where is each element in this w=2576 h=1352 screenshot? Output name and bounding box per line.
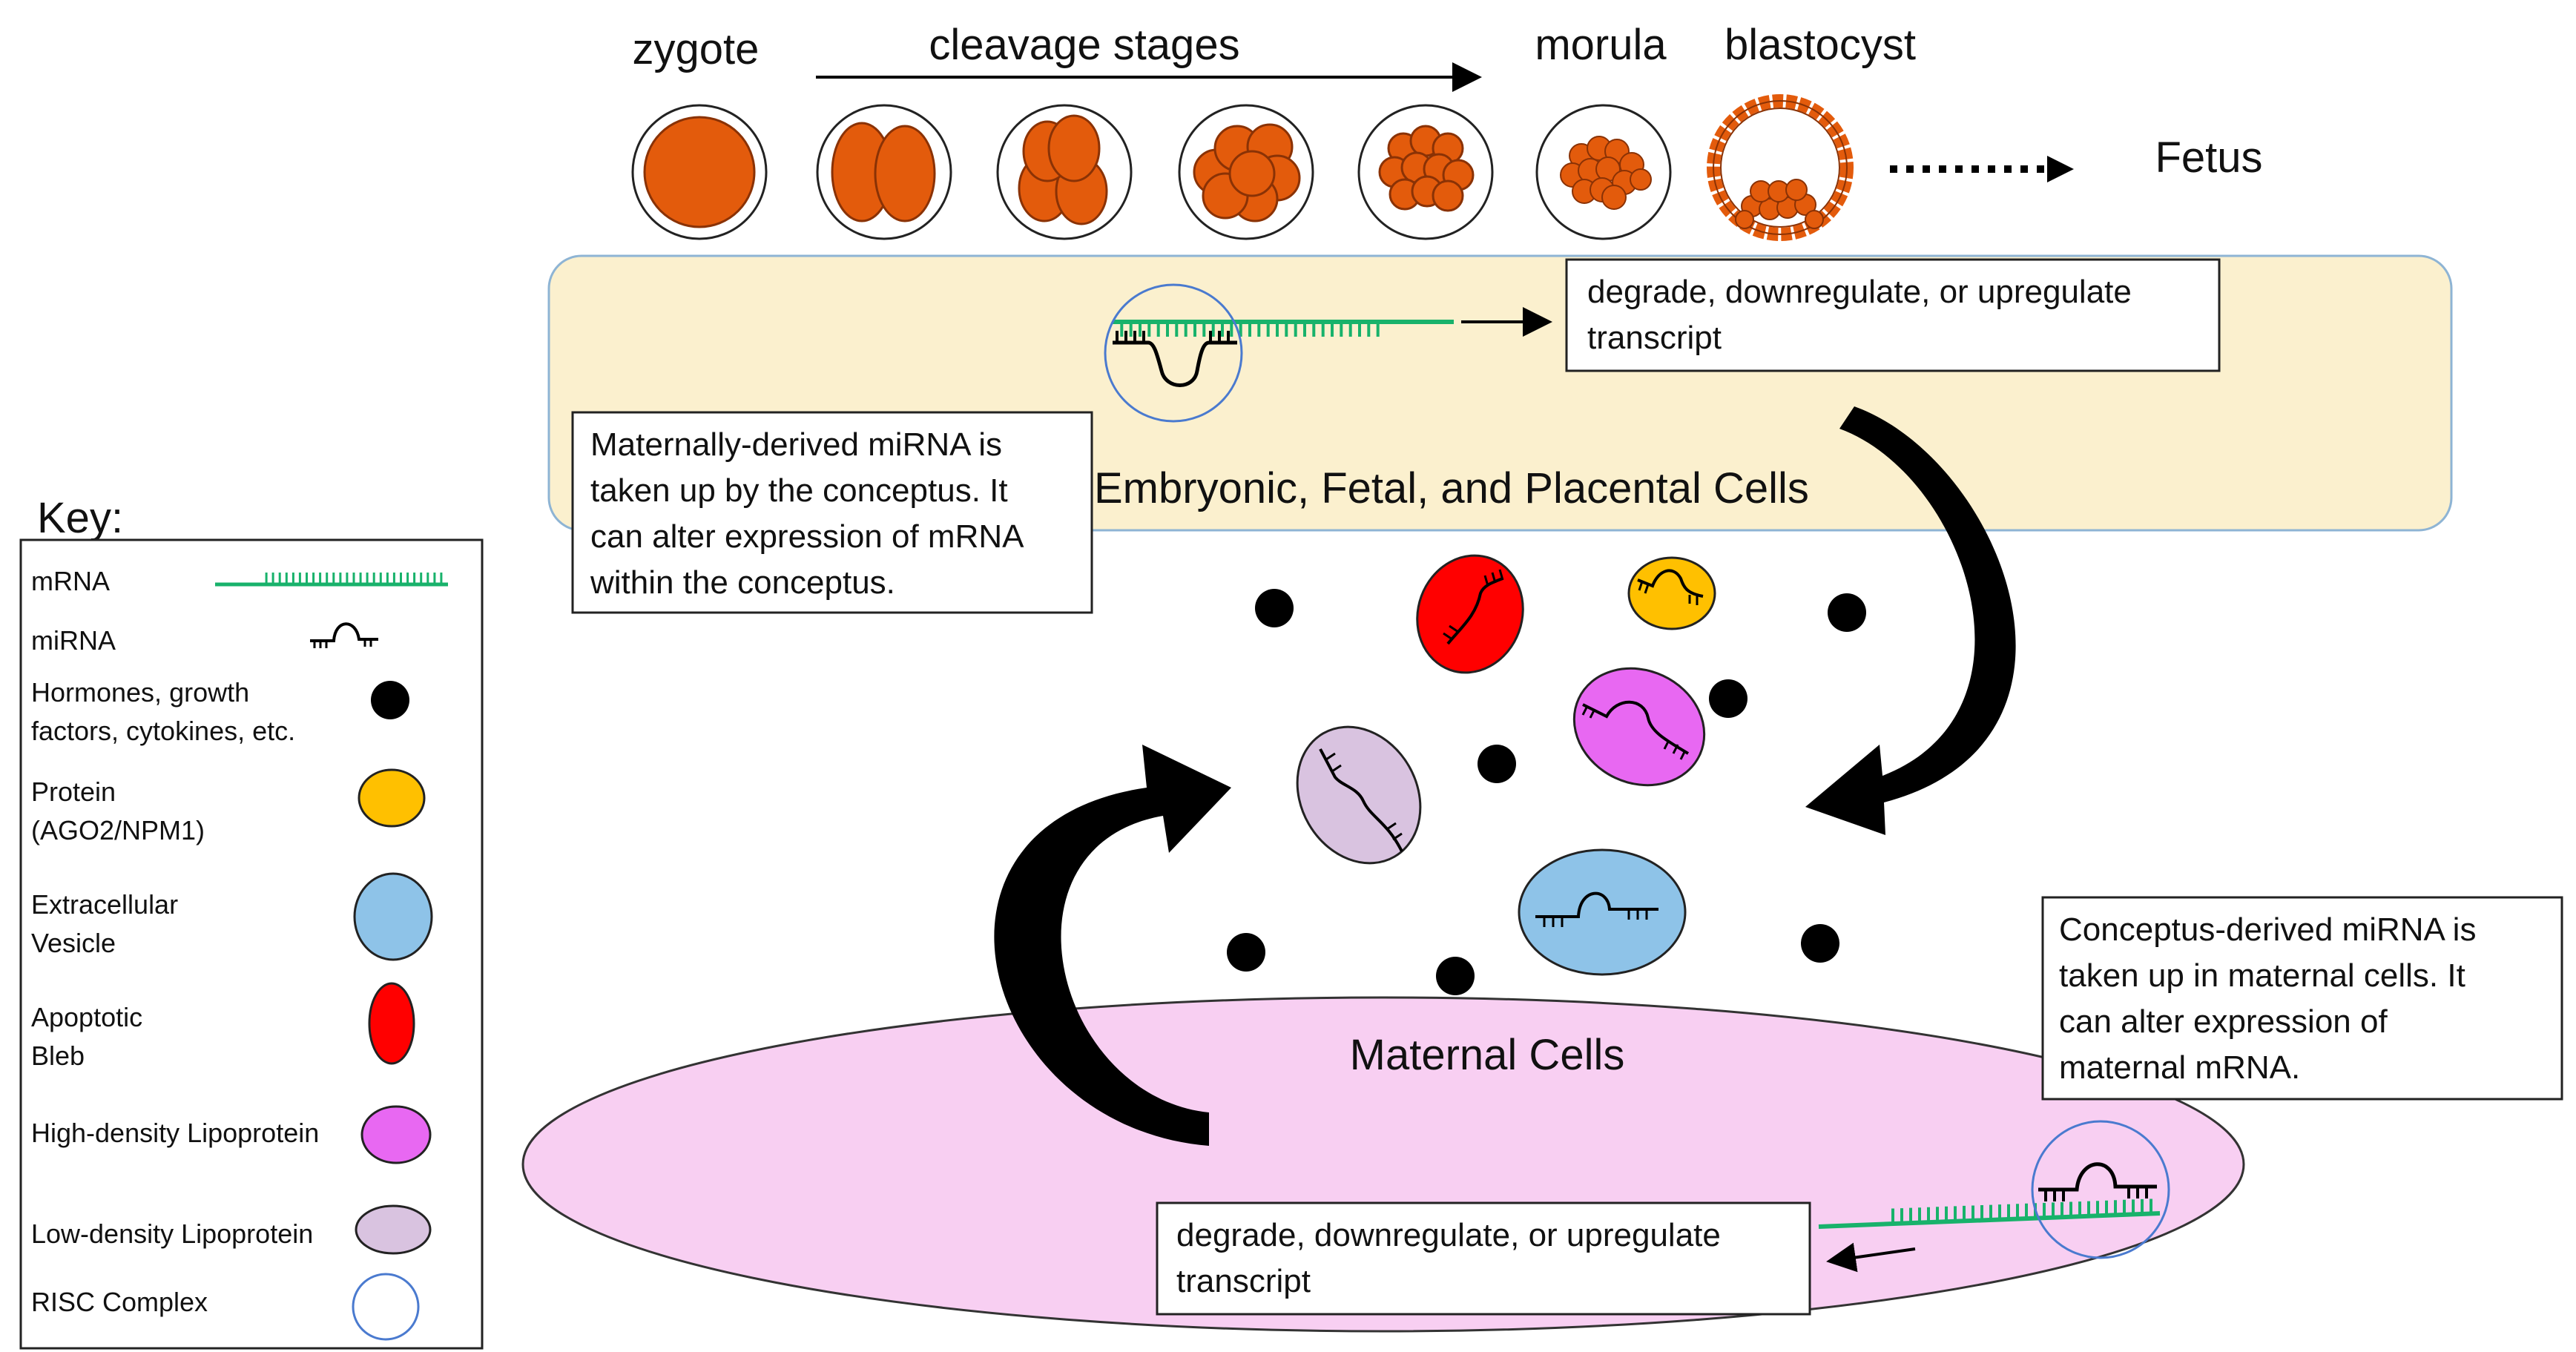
key-symbol-risc <box>352 1273 420 1341</box>
stage-8-cell-icon <box>1178 104 1314 240</box>
key-legend: Key: mRNA miRNA Hormones, growth factors… <box>19 494 484 1350</box>
conceptus-note-line-1: Conceptus-derived miRNA is <box>2059 911 2476 948</box>
key-symbol-mirna <box>310 622 378 648</box>
embryo-risc-complex <box>1104 283 1552 423</box>
hormone-dot <box>1478 745 1516 783</box>
maternal-mrna-strand <box>1818 1211 2161 1229</box>
bottom-outcome-box: degrade, downregulate, or upregulate tra… <box>1156 1201 1811 1316</box>
key-label-risc: RISC Complex <box>31 1287 208 1317</box>
maternal-note-line-4: within the conceptus. <box>590 564 895 601</box>
top-outcome-box: degrade, downregulate, or upregulate tra… <box>1565 258 2221 372</box>
key-symbol-protein <box>358 768 426 828</box>
key-label-hdl: High-density Lipoprotein <box>31 1118 319 1148</box>
maternal-note-line-2: taken up by the conceptus. It <box>590 472 1008 509</box>
key-label-bleb-2: Bleb <box>31 1041 85 1071</box>
conceptus-note-box: Conceptus-derived miRNA is taken up in m… <box>2041 896 2563 1101</box>
ldl-particle <box>1296 725 1422 865</box>
embryo-risc-circle <box>1104 283 1243 423</box>
apoptotic-bleb-particle <box>1416 554 1524 674</box>
key-label-hormones-2: factors, cytokines, etc. <box>31 716 295 746</box>
upward-curved-arrow <box>994 745 1231 1146</box>
key-label-ldl: Low-density Lipoprotein <box>31 1219 313 1249</box>
downward-curved-arrow <box>1805 406 2016 835</box>
hormone-dot <box>1436 957 1475 995</box>
key-label-bleb-1: Apoptotic <box>31 1002 142 1032</box>
hormone-dot <box>1709 679 1747 718</box>
maternal-risc-circle <box>2031 1120 2170 1259</box>
key-symbol-ldl <box>355 1204 432 1255</box>
top-outcome-line-1: degrade, downregulate, or upregulate <box>1587 274 2132 310</box>
extracellular-vesicle-particle <box>1518 848 1687 976</box>
maternal-note-line-1: Maternally-derived miRNA is <box>590 426 1002 463</box>
embryonic-cells-label: Embryonic, Fetal, and Placental Cells <box>1094 464 1809 512</box>
top-outcome-line-2: transcript <box>1587 320 1722 356</box>
label-zygote: zygote <box>633 25 760 73</box>
bottom-outcome-line-2: transcript <box>1176 1263 1311 1299</box>
maternal-note-box: Maternally-derived miRNA is taken up by … <box>571 411 1093 614</box>
maternal-mirna-strand <box>2038 1162 2157 1201</box>
maternal-cells-label: Maternal Cells <box>1350 1031 1625 1079</box>
key-symbol-hdl <box>360 1105 432 1164</box>
hormone-dot <box>1255 589 1294 627</box>
key-symbol-vesicle <box>353 872 433 961</box>
developmental-stages: zygote cleavage stages morula blastocyst <box>631 21 2263 241</box>
key-title: Key: <box>37 494 123 542</box>
maternal-note-line-3: can alter expression of mRNA <box>590 518 1024 555</box>
stage-blastocyst-icon <box>1707 94 1854 241</box>
hormone-dot <box>1227 933 1265 972</box>
maternal-risc-complex <box>1818 1120 2170 1273</box>
embryo-mrna-strand <box>1113 320 1454 337</box>
dotted-arrow-head <box>2047 156 2074 182</box>
label-blastocyst: blastocyst <box>1725 21 1916 69</box>
label-fetus: Fetus <box>2155 133 2262 182</box>
label-cleavage-stages: cleavage stages <box>929 21 1239 69</box>
stage-morula-icon <box>1535 104 1672 240</box>
stage-2-cell-icon <box>816 104 952 240</box>
key-label-protein-1: Protein <box>31 776 116 807</box>
label-morula: morula <box>1535 21 1667 69</box>
maternal-outcome-arrow <box>1826 1242 1916 1273</box>
key-label-protein-2: (AGO2/NPM1) <box>31 815 205 845</box>
key-label-mrna: mRNA <box>31 566 110 596</box>
key-symbol-hormone-dot <box>371 681 409 719</box>
conceptus-note-line-2: taken up in maternal cells. It <box>2059 957 2465 994</box>
hormone-dot <box>1828 593 1866 632</box>
circulating-particles <box>1227 554 1866 995</box>
key-label-vesicle-2: Vesicle <box>31 928 116 958</box>
key-symbol-bleb <box>368 982 415 1065</box>
conceptus-note-line-3: can alter expression of <box>2059 1003 2388 1040</box>
bottom-outcome-line-1: degrade, downregulate, or upregulate <box>1176 1217 1721 1253</box>
stage-zygote-icon <box>631 104 768 240</box>
stage-16-cell-icon <box>1357 104 1494 240</box>
key-label-hormones-1: Hormones, growth <box>31 677 249 708</box>
hormone-dot <box>1801 924 1839 963</box>
embryo-mirna-strand <box>1113 331 1237 387</box>
key-label-vesicle-1: Extracellular <box>31 889 178 920</box>
protein-particle <box>1627 556 1716 630</box>
maternal-cells-panel <box>521 996 2245 1333</box>
stage-4-cell-icon <box>996 104 1133 240</box>
key-symbol-mrna <box>215 573 448 587</box>
conceptus-note-line-4: maternal mRNA. <box>2059 1049 2300 1086</box>
hdl-particle <box>1572 667 1706 787</box>
key-label-mirna: miRNA <box>31 625 116 656</box>
